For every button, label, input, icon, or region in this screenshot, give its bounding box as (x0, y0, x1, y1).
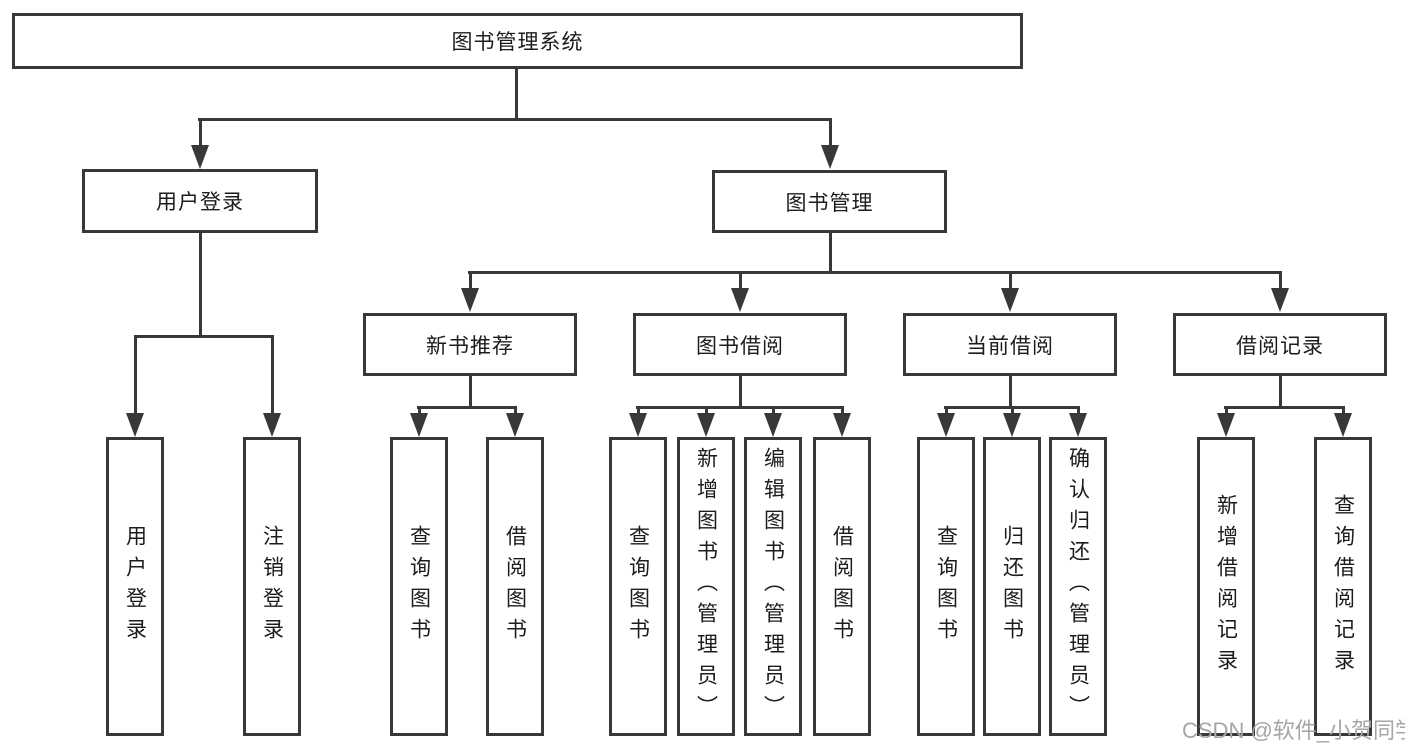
arrow-down-icon (833, 413, 851, 437)
node-new-book-recommend: 新书推荐 (363, 313, 577, 376)
node-label: 归还图书 (1000, 524, 1024, 649)
connector-group-arrow-stem (469, 271, 472, 290)
node-label: 图书管理 (785, 191, 874, 215)
node-borrow-record: 借阅记录 (1173, 313, 1387, 376)
leaf-edit-book-admin: 编辑图书（管理员） (744, 437, 802, 736)
connector-leaf-stem (945, 406, 948, 416)
connector-leaf-stem (1342, 406, 1345, 416)
node-book-management: 图书管理 (712, 170, 947, 233)
connector-group-arrow-stem (739, 271, 742, 290)
arrow-down-icon (263, 413, 281, 437)
connector-leaf-stem (271, 335, 274, 414)
leaf-add-borrow-record: 新增借阅记录 (1197, 437, 1255, 736)
leaf-query-book: 查询图书 (390, 437, 448, 736)
connector-leaf-stem (637, 406, 640, 416)
node-label: 当前借阅 (966, 334, 1054, 358)
arrow-down-icon (1003, 413, 1021, 437)
leaf-borrow-book: 借阅图书 (813, 437, 871, 736)
node-label: 注销登录 (260, 524, 284, 649)
leaf-logout-login: 注销登录 (243, 437, 301, 736)
arrow-down-icon (1334, 413, 1352, 437)
node-library-system: 图书管理系统 (12, 13, 1023, 69)
arrow-down-icon (126, 413, 144, 437)
connector-book-mgmt-stem (829, 118, 832, 147)
connector-mgmt-branch-stem (829, 233, 832, 271)
leaf-query-book: 查询图书 (917, 437, 975, 736)
node-label: 确认归还（管理员） (1066, 447, 1090, 726)
connector-group-arrow-stem (1279, 271, 1282, 290)
connector-group-arrow-stem (1009, 271, 1012, 290)
connector-leaf-stem (514, 406, 517, 416)
connector-user-branch-bar (134, 335, 274, 338)
arrow-down-icon (764, 413, 782, 437)
leaf-query-book: 查询图书 (609, 437, 667, 736)
node-label: 查询借阅记录 (1331, 493, 1355, 680)
arrow-down-icon (821, 145, 839, 169)
node-label: 新增图书（管理员） (694, 447, 718, 726)
node-label: 用户登录 (123, 524, 147, 649)
arrow-down-icon (191, 145, 209, 169)
node-label: 查询图书 (407, 524, 431, 649)
arrow-down-icon (1217, 413, 1235, 437)
leaf-return-book: 归还图书 (983, 437, 1041, 736)
connector-root-stem (515, 69, 518, 118)
connector-group-bar (417, 406, 517, 409)
connector-group-stem (1009, 376, 1012, 406)
arrow-down-icon (1069, 413, 1087, 437)
node-label: 编辑图书（管理员） (761, 447, 785, 726)
node-label: 用户登录 (156, 191, 244, 214)
connector-user-login-stem (199, 118, 202, 147)
connector-user-branch-stem (199, 233, 202, 335)
leaf-query-borrow-record: 查询借阅记录 (1314, 437, 1372, 736)
arrow-down-icon (629, 413, 647, 437)
node-current-borrow: 当前借阅 (903, 313, 1117, 376)
connector-level1-bar (198, 118, 831, 121)
leaf-borrow-book: 借阅图书 (486, 437, 544, 736)
node-label: 查询图书 (934, 524, 958, 649)
connector-group-bar (636, 406, 844, 409)
connector-group-stem (739, 376, 742, 406)
node-label: 新增借阅记录 (1214, 493, 1238, 680)
connector-level2-bar (468, 271, 1282, 274)
leaf-user-login: 用户登录 (106, 437, 164, 736)
csdn-watermark: CSDN @软件_小贺同学 (1182, 718, 1405, 743)
node-label: 借阅图书 (830, 524, 854, 649)
connector-group-stem (469, 376, 472, 406)
connector-leaf-stem (705, 406, 708, 416)
leaf-add-book-admin: 新增图书（管理员） (677, 437, 735, 736)
connector-leaf-stem (134, 335, 137, 414)
connector-group-stem (1279, 376, 1282, 406)
connector-leaf-stem (772, 406, 775, 416)
connector-leaf-stem (841, 406, 844, 416)
connector-leaf-stem (1011, 406, 1014, 416)
arrow-down-icon (1271, 288, 1289, 312)
arrow-down-icon (410, 413, 428, 437)
node-label: 新书推荐 (426, 334, 514, 358)
arrow-down-icon (937, 413, 955, 437)
node-label: 借阅图书 (503, 524, 527, 649)
arrow-down-icon (731, 288, 749, 312)
arrow-down-icon (461, 288, 479, 312)
connector-leaf-stem (1077, 406, 1080, 416)
node-book-borrow: 图书借阅 (633, 313, 847, 376)
connector-group-bar (1224, 406, 1345, 409)
leaf-confirm-return-admin: 确认归还（管理员） (1049, 437, 1107, 736)
arrow-down-icon (697, 413, 715, 437)
connector-leaf-stem (1225, 406, 1228, 416)
node-label: 图书借阅 (696, 334, 784, 358)
arrow-down-icon (506, 413, 524, 437)
node-user-login: 用户登录 (82, 169, 318, 233)
arrow-down-icon (1001, 288, 1019, 312)
node-label: 查询图书 (626, 524, 650, 649)
connector-leaf-stem (418, 406, 421, 416)
node-label: 图书管理系统 (451, 31, 584, 54)
node-label: 借阅记录 (1236, 334, 1324, 358)
